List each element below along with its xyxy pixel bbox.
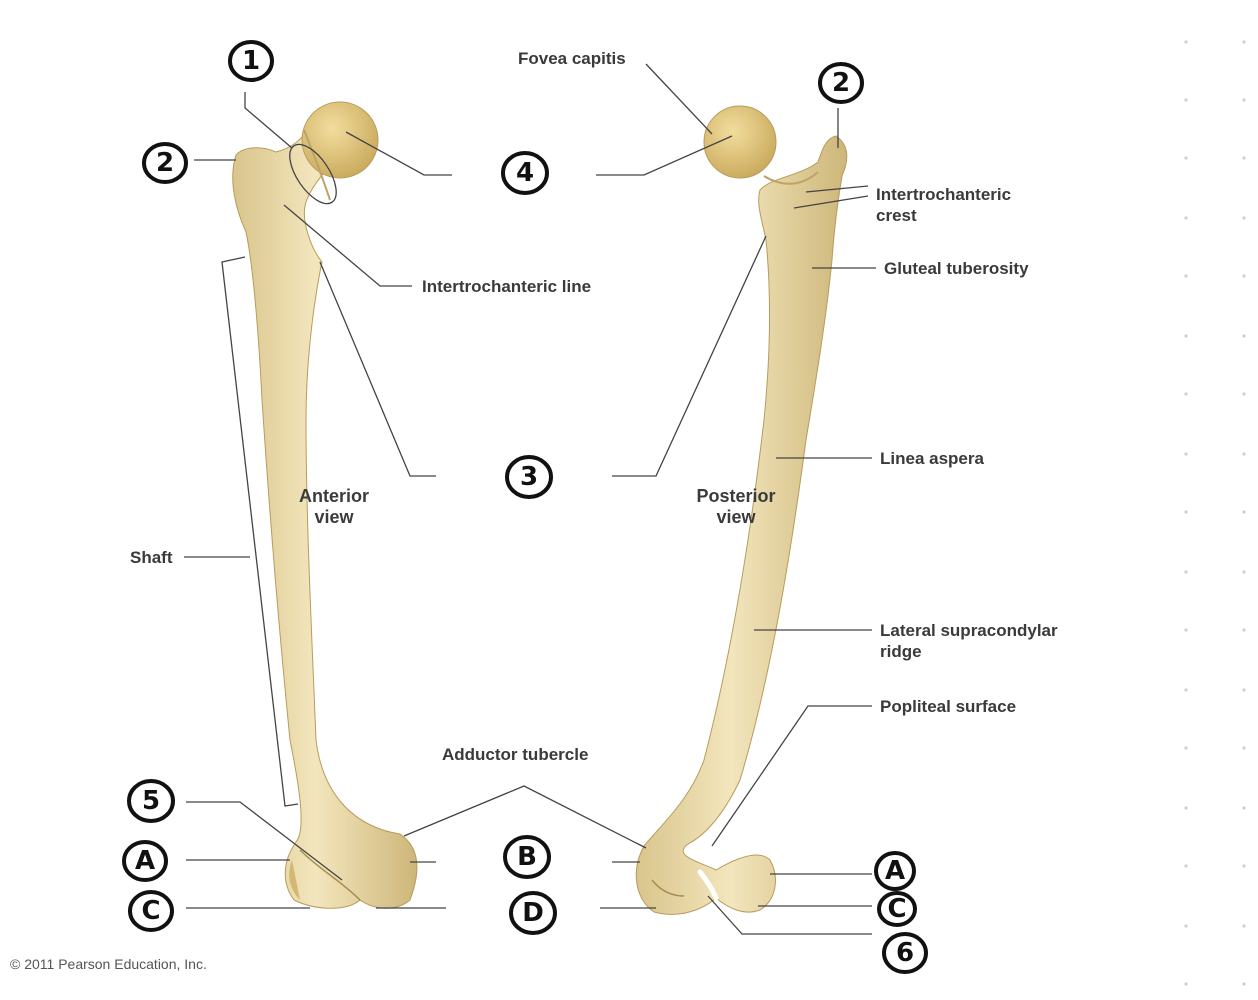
marker-5: 5 <box>126 778 176 824</box>
marker-c-left: C <box>126 888 176 934</box>
leader-lines <box>184 63 876 935</box>
marker-4: 4 <box>500 150 550 196</box>
marker-2-right: 2 <box>816 60 866 106</box>
marker-d: D <box>508 890 558 936</box>
label-intertrochanteric-line: Intertrochanteric line <box>422 277 592 296</box>
marker-2-left: 2 <box>140 140 190 186</box>
label-shaft: Shaft <box>130 548 173 567</box>
label-popliteal-surface: Popliteal surface <box>880 697 1017 716</box>
posterior-view-label: Posterior view <box>696 486 776 527</box>
marker-a-left: A <box>120 838 170 884</box>
posterior-femur <box>635 105 848 915</box>
marker-3: 3 <box>504 454 554 500</box>
edge-dots <box>1184 40 1246 986</box>
copyright-notice: © 2011 Pearson Education, Inc. <box>10 956 207 972</box>
label-fovea-capitis: Fovea capitis <box>518 49 626 68</box>
marker-1: 1 <box>226 38 276 84</box>
marker-b: B <box>502 834 552 880</box>
anterior-view-label: Anterior view <box>298 486 369 527</box>
marker-c-right: C <box>872 886 922 932</box>
marker-6: 6 <box>880 930 930 976</box>
label-intertrochanteric-crest: Intertrochanteric crest <box>876 185 1012 225</box>
label-lateral-supracondylar-ridge: Lateral supracondylar ridge <box>880 621 1058 661</box>
label-linea-aspera: Linea aspera <box>880 449 984 468</box>
label-gluteal-tuberosity: Gluteal tuberosity <box>884 259 1029 278</box>
label-adductor-tubercle: Adductor tubercle <box>442 745 589 764</box>
marker-a-right: A <box>870 848 920 894</box>
